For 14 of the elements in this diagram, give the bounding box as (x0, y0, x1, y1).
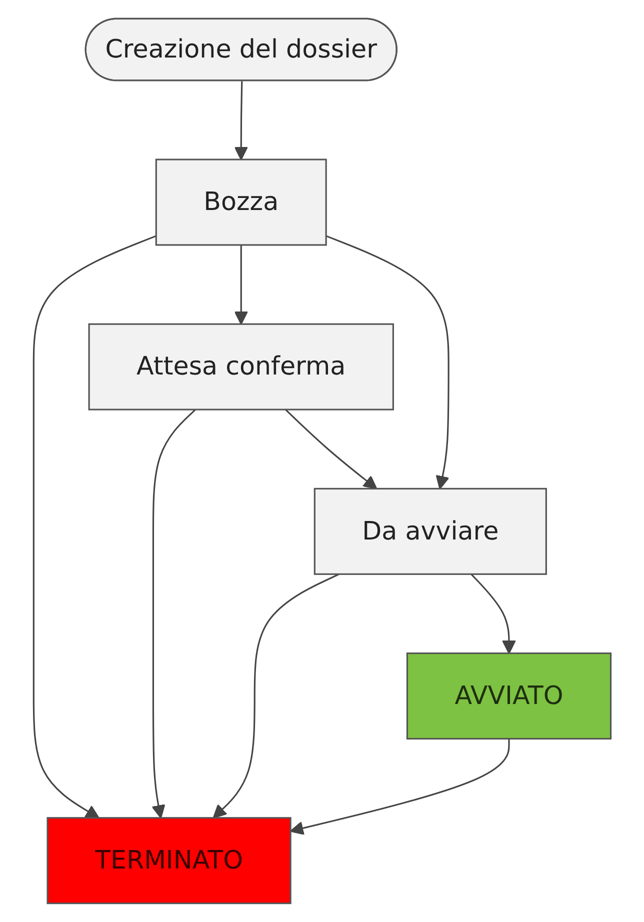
arrow (234, 244, 248, 325)
arrow (151, 408, 196, 818)
node-box: Attesa conferma (88, 323, 394, 410)
arrow (470, 574, 516, 654)
node-box: AVVIATO (406, 652, 612, 740)
node-box: Da avviare (314, 488, 547, 575)
arrow (326, 235, 450, 490)
arrow (290, 738, 510, 835)
arrow (212, 573, 340, 818)
node-box: Bozza (155, 158, 327, 246)
node-box: TERMINATO (46, 817, 292, 904)
arrow (284, 408, 377, 490)
arrow (234, 81, 248, 160)
arrow (32, 235, 156, 818)
